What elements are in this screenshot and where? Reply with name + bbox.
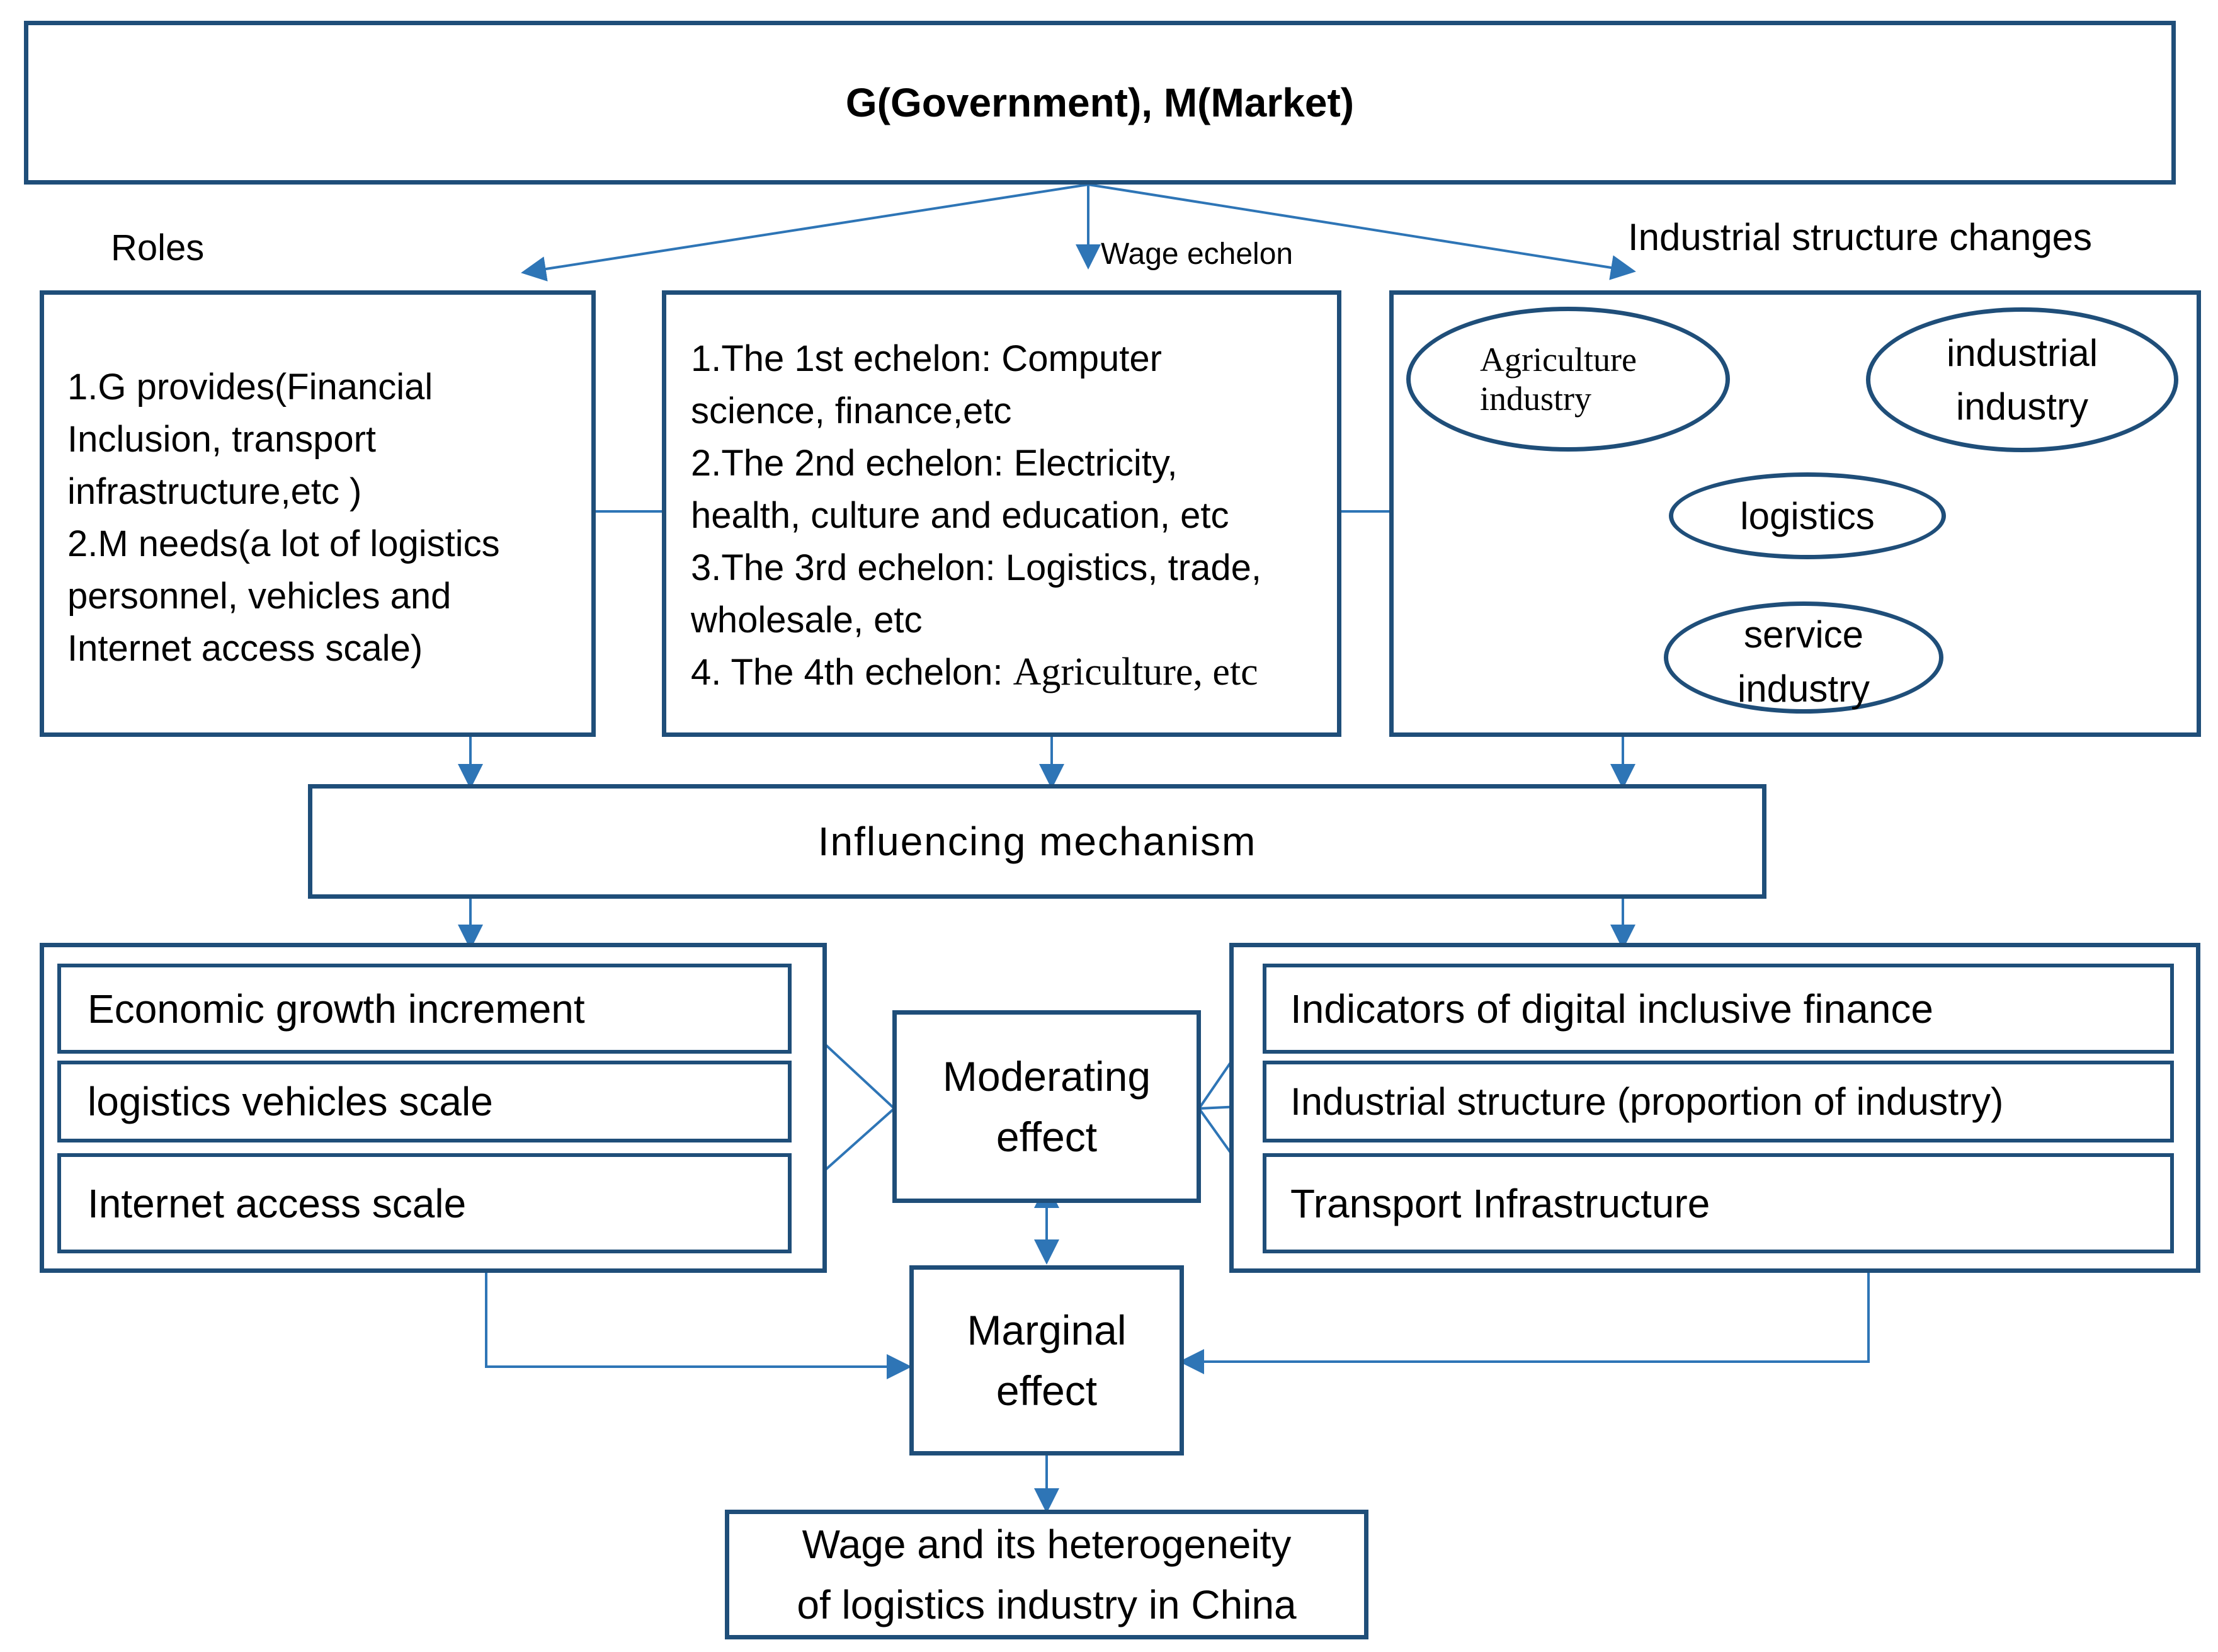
arrow-to-roles [521,183,1089,282]
factor-economic-growth-label: Economic growth increment [88,986,585,1032]
arrow-left-marginal [485,1270,912,1379]
factor-internet-access-label: Internet access scale [88,1180,467,1226]
arrow-right-marginal [1179,1270,1870,1374]
marginal-box: Marginal effect [909,1265,1184,1455]
echelon-line-7-prefix: 4. The 4th echelon: [691,652,1013,693]
mechanism-box: Influencing mechanism [308,784,1766,899]
top-box: G(Government), M(Market) [24,21,2176,185]
factor-logistics-vehicles: logistics vehicles scale [57,1061,792,1142]
top-title: G(Government), M(Market) [845,80,1355,125]
echelon-line-6: wholesale, etc [691,600,923,641]
roles-text: 1.G provides(Financial Inclusion, transp… [67,367,500,669]
echelon-line-5: 3.The 3rd echelon: Logistics, trade, [691,547,1261,588]
factor-digital-finance-label: Indicators of digital inclusive finance [1290,986,1933,1032]
moderating-label: Moderating effect [942,1053,1151,1160]
marginal-label: Marginal effect [967,1307,1127,1414]
agriculture-ellipse: Agriculture industry [1406,307,1730,452]
factor-economic-growth: Economic growth increment [57,964,792,1054]
arrow-to-industry [1088,183,1636,280]
echelon-box: 1.The 1st echelon: Computer science, fin… [662,290,1341,737]
echelon-line-7-serif: Agriculture, etc [1013,651,1258,693]
label-wage-echelon: Wage echelon [1101,237,1294,271]
factor-digital-finance: Indicators of digital inclusive finance [1263,964,2174,1054]
roles-box: 1.G provides(Financial Inclusion, transp… [40,290,596,737]
factor-transport-infrastructure: Transport Infrastructure [1263,1153,2174,1253]
outcome-box: Wage and its heterogeneity of logistics … [725,1510,1368,1639]
moderating-box: Moderating effect [892,1010,1201,1203]
logistics-ellipse: logistics [1669,472,1946,559]
factor-internet-access: Internet access scale [57,1153,792,1253]
echelon-text: 1.The 1st echelon: Computer science, fin… [691,333,1261,698]
factor-transport-infrastructure-label: Transport Infrastructure [1290,1180,1710,1226]
mechanism-label: Influencing mechanism [817,819,1257,864]
echelon-line-3: 2.The 2nd echelon: Electricity, [691,443,1178,484]
echelon-line-2: science, finance,etc [691,390,1012,431]
industrial-ellipse: industrial industry [1866,307,2178,452]
outcome-label: Wage and its heterogeneity of logistics … [797,1522,1297,1627]
echelon-line-1: 1.The 1st echelon: Computer [691,338,1162,379]
factor-industrial-structure-label: Industrial structure (proportion of indu… [1290,1080,2004,1123]
service-ellipse: service industry [1664,601,1943,714]
echelon-line-4: health, culture and education, etc [691,495,1229,536]
label-roles: Roles [111,227,205,268]
echelon-line-7: 4. The 4th echelon: Agriculture, etc [691,646,1261,698]
label-industrial-structure: Industrial structure changes [1628,216,2093,258]
factor-industrial-structure: Industrial structure (proportion of indu… [1263,1061,2174,1142]
factor-logistics-vehicles-label: logistics vehicles scale [88,1079,493,1124]
